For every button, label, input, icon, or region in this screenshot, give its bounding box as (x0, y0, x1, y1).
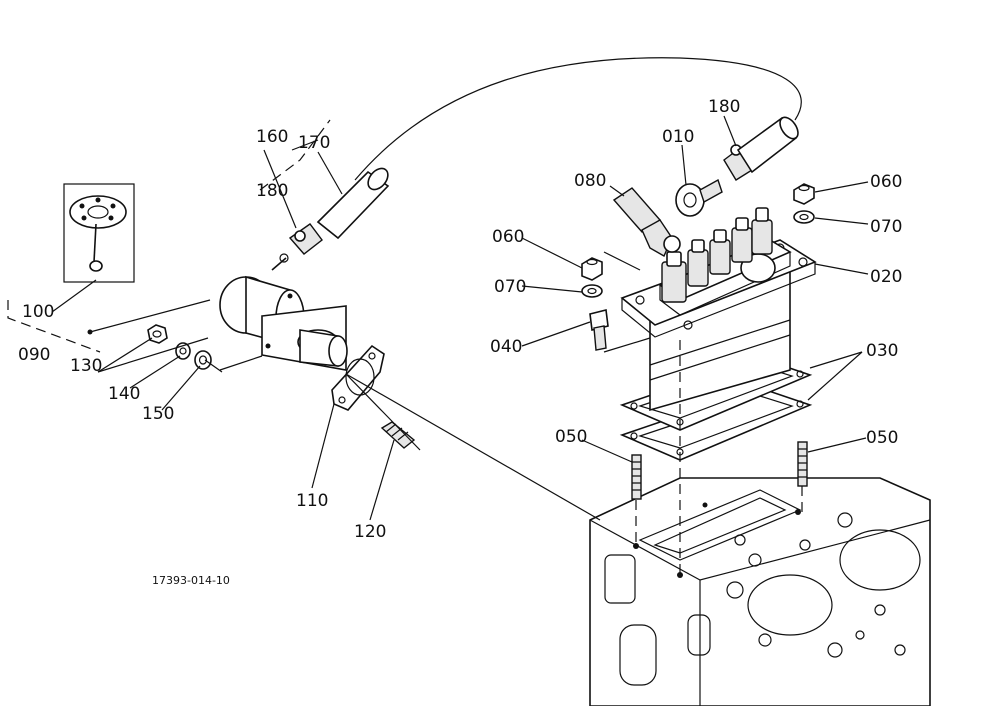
stop-solenoid (219, 253, 348, 371)
washer-150 (194, 350, 212, 370)
inset-terminal-100 (63, 183, 135, 283)
label-080: 080 (574, 171, 606, 191)
label-160: 160 (256, 127, 288, 147)
label-150: 150 (142, 404, 174, 424)
label-070-right: 070 (870, 217, 902, 237)
fuel-hose-170 (316, 167, 390, 240)
banjo-fitting-010 (675, 178, 723, 217)
hose-clamp-180-left (288, 223, 323, 255)
injection-pump (620, 207, 817, 412)
label-040: 040 (490, 337, 522, 357)
nut-060-left (581, 257, 603, 281)
solenoid-gasket (331, 344, 385, 411)
label-070-left: 070 (494, 277, 526, 297)
label-090: 090 (18, 345, 50, 365)
fuel-hose-right (736, 116, 799, 174)
drawing-code: 17393-014-10 (152, 574, 230, 587)
label-060-right: 060 (870, 172, 902, 192)
label-100: 100 (22, 302, 54, 322)
label-060-left: 060 (492, 227, 524, 247)
washer-070-right (793, 210, 815, 224)
label-180-right: 180 (708, 97, 740, 117)
label-130: 130 (70, 356, 102, 376)
elbow-fitting-080 (612, 187, 681, 257)
nut-060-right (793, 183, 815, 205)
washer-070-left (581, 284, 603, 298)
fuel-line (354, 57, 802, 181)
assembly-lines (7, 119, 803, 575)
label-050-left: 050 (555, 427, 587, 447)
label-050-right: 050 (866, 428, 898, 448)
leader-lines (51, 115, 869, 521)
label-010: 010 (662, 127, 694, 147)
label-180-left: 180 (256, 181, 288, 201)
stud-050-right (797, 441, 808, 487)
label-140: 140 (108, 384, 140, 404)
label-170: 170 (298, 133, 330, 153)
label-120: 120 (354, 522, 386, 542)
stud-120 (380, 421, 416, 449)
stud-050-left (631, 454, 642, 500)
part-labels: 010 180 080 060 070 020 060 070 040 030 … (18, 97, 902, 587)
bolt-040 (589, 309, 609, 351)
engine-block (589, 477, 931, 706)
label-030: 030 (866, 341, 898, 361)
delivery-valve (661, 207, 773, 303)
label-020: 020 (870, 267, 902, 287)
label-110: 110 (296, 491, 328, 511)
nut-130 (147, 324, 168, 344)
